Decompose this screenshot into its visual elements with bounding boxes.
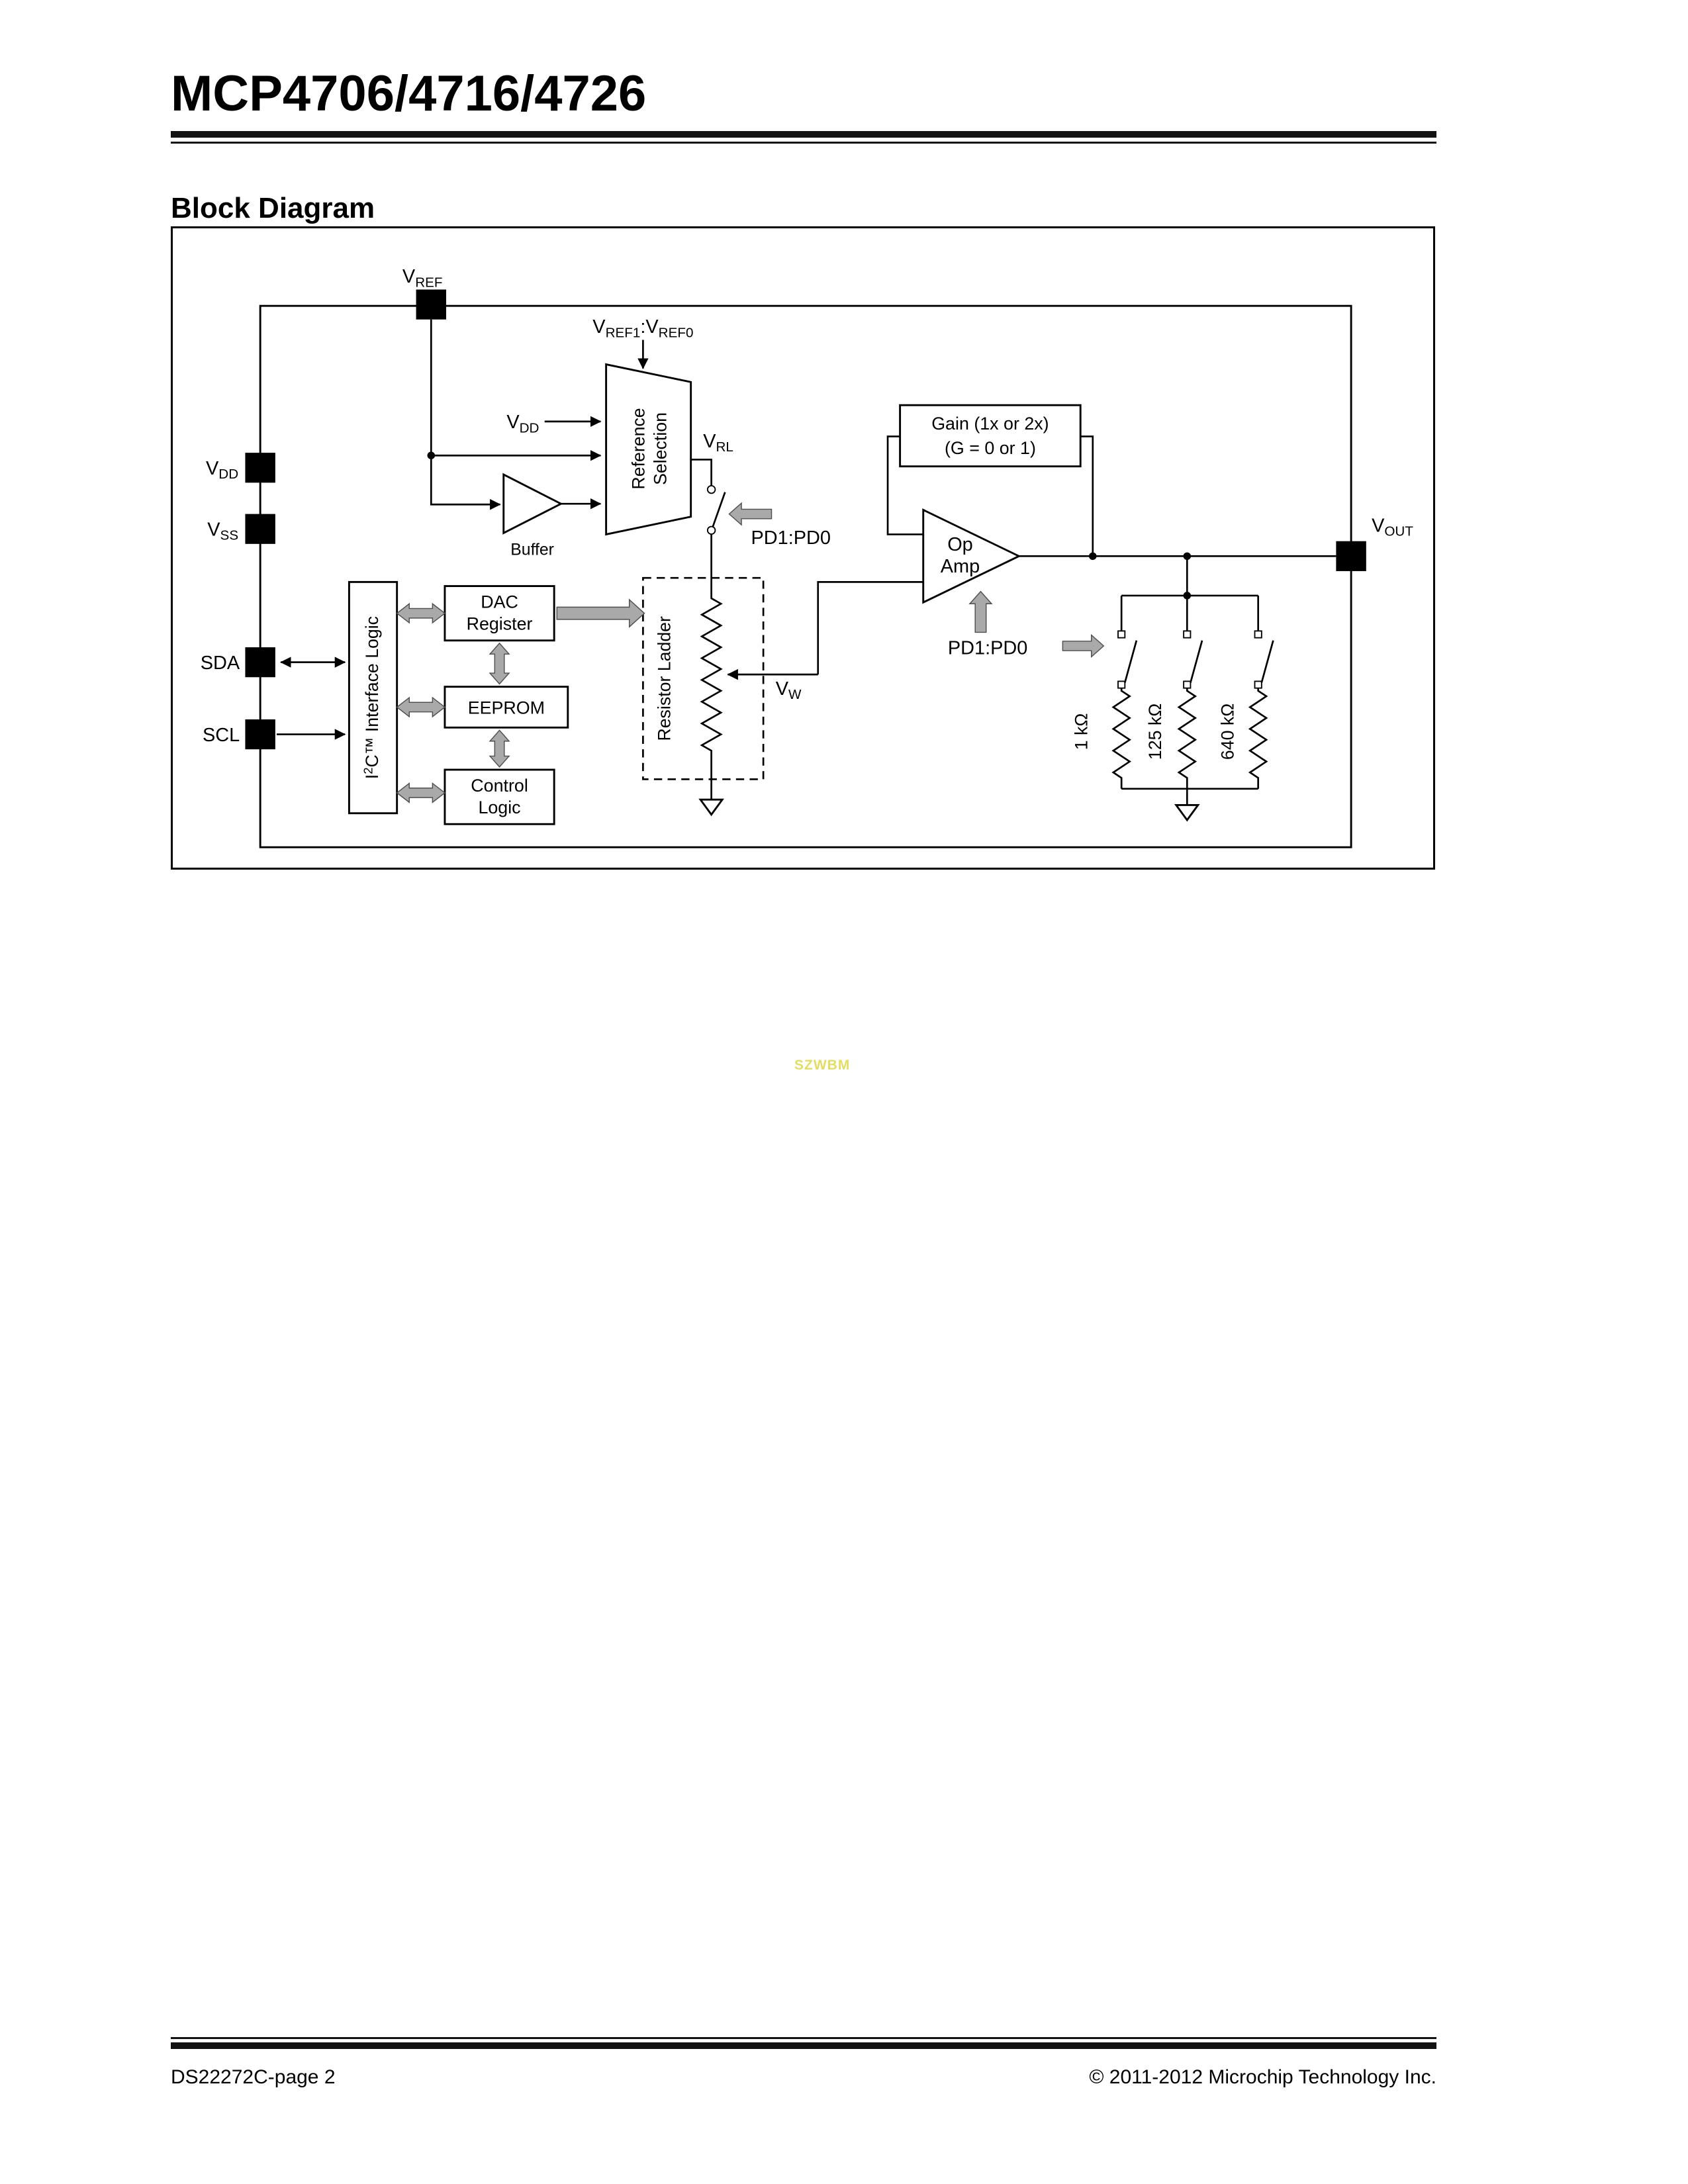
vss-pin xyxy=(245,514,275,544)
load-resistor-3 xyxy=(1248,630,1274,789)
pd-opamp-arrow-icon xyxy=(968,590,993,633)
vout-pin-label: VOUT xyxy=(1372,515,1413,539)
op-amp-label-2: Amp xyxy=(941,556,980,577)
i2c-eeprom-arrow-icon xyxy=(396,696,446,718)
op-amp-label-1: Op xyxy=(947,534,973,555)
reference-selection-block xyxy=(605,363,692,536)
ladder-switch xyxy=(706,484,726,535)
footer-copyright: © 2011-2012 Microchip Technology Inc. xyxy=(1089,2066,1436,2088)
vref-select-label: VREF1:VREF0 xyxy=(592,316,693,340)
pd-opamp-label: PD1:PD0 xyxy=(948,637,1027,659)
block-diagram: VREF VDD VSS SDA SCL VOUT VREF1:VREF0 VD… xyxy=(201,266,1413,848)
i2c-dac-arrow-icon xyxy=(396,602,446,624)
vss-pin-label: VSS xyxy=(207,520,238,543)
sda-pin-label: SDA xyxy=(201,653,240,674)
wiring xyxy=(276,319,1336,805)
control-logic-label-2: Logic xyxy=(478,797,520,817)
page-title: MCP4706/4716/4726 xyxy=(171,66,647,122)
vref-pin xyxy=(416,289,447,320)
load-resistor-1 xyxy=(1111,630,1138,789)
header-rule-thick xyxy=(171,131,1436,138)
resistor-3-label: 640 kΩ xyxy=(1217,704,1237,760)
section-heading: Block Diagram xyxy=(171,192,375,224)
buffer-label: Buffer xyxy=(510,541,554,559)
dac-register-block xyxy=(444,585,555,642)
reference-selection-label-1: Reference xyxy=(628,408,648,489)
header-rule-thin xyxy=(171,142,1436,144)
footer-rule-thick xyxy=(171,2042,1436,2049)
footer-rule-thin xyxy=(171,2037,1436,2039)
vw-label: VW xyxy=(776,678,802,702)
op-amp-triangle xyxy=(922,508,1021,604)
resistor-ladder-label: Resistor Ladder xyxy=(655,616,675,741)
eeprom-block xyxy=(444,686,569,729)
vdd-pin xyxy=(245,453,275,483)
vdd-pin-label: VDD xyxy=(206,458,238,482)
vrl-label: VRL xyxy=(703,431,733,455)
sda-pin xyxy=(245,647,275,678)
footer-doc-number: DS22272C-page 2 xyxy=(171,2066,336,2088)
junction-dots xyxy=(427,451,1192,600)
dac-register-label-1: DAC xyxy=(481,592,518,612)
scl-pin xyxy=(245,719,275,750)
scl-pin-label: SCL xyxy=(203,725,240,746)
block-diagram-frame: VREF VDD VSS SDA SCL VOUT VREF1:VREF0 VD… xyxy=(171,226,1435,870)
i2c-interface-label: I2C™ Interface Logic xyxy=(361,616,381,779)
resistor-1-label: 1 kΩ xyxy=(1071,713,1091,751)
i2c-interface-block xyxy=(348,580,399,815)
gain-label-2: (G = 0 or 1) xyxy=(945,438,1036,458)
vout-pin xyxy=(1336,541,1366,571)
load-ground-icon xyxy=(1174,804,1200,822)
ladder-ground-icon xyxy=(698,798,724,817)
gain-block xyxy=(899,404,1082,468)
eeprom-control-arrow-icon xyxy=(489,729,510,768)
resistor-2-label: 125 kΩ xyxy=(1145,704,1165,760)
i2c-control-arrow-icon xyxy=(396,782,446,803)
pd-ladder-label: PD1:PD0 xyxy=(751,527,831,549)
dac-eeprom-arrow-icon xyxy=(489,642,510,685)
pd-switches-arrow-icon xyxy=(1062,633,1105,659)
eeprom-label: EEPROM xyxy=(468,698,545,718)
pd-ladder-arrow-icon xyxy=(728,502,773,526)
dac-ladder-arrow-icon xyxy=(556,598,645,628)
watermark: SZWBM xyxy=(794,1058,851,1073)
buffer-triangle xyxy=(502,473,563,535)
control-logic-label-1: Control xyxy=(471,776,528,796)
dac-register-label-2: Register xyxy=(467,614,533,633)
ladder-resistor xyxy=(700,534,723,800)
gain-label-1: Gain (1x or 2x) xyxy=(931,414,1049,433)
control-logic-block xyxy=(444,768,555,825)
load-resistor-2 xyxy=(1177,630,1203,789)
vref-pin-label: VREF xyxy=(402,266,443,290)
reference-selection-label-2: Selection xyxy=(650,412,670,485)
vdd-ref-label: VDD xyxy=(506,412,539,435)
device-pins xyxy=(245,289,1366,750)
circuit-boundary xyxy=(259,304,1352,848)
